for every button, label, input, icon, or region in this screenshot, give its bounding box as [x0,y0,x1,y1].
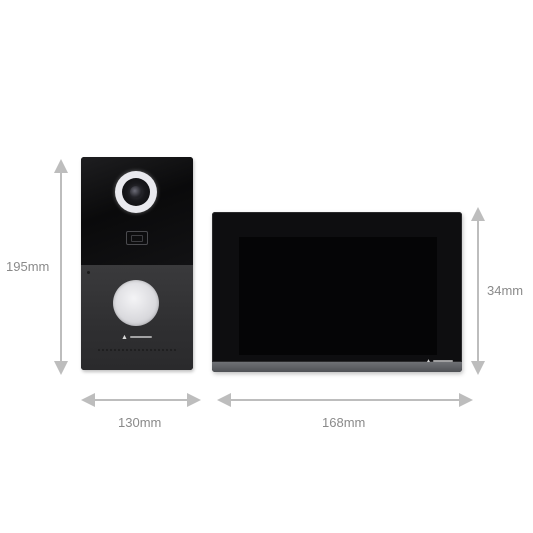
indoor-monitor: ▲ [212,212,462,372]
brand-wordmark-bar [130,336,152,338]
doorbell-height-label: 195mm [6,259,50,274]
monitor-trim [212,362,462,372]
microphone-dot [87,271,90,274]
camera-core [130,186,142,198]
doorbell-width-label: 130mm [118,415,162,430]
nivian-logo-icon: ▲ [121,332,155,342]
call-button-icon [113,280,159,326]
brand-glyph-icon: ▲ [121,333,128,341]
card-reader-icon [126,231,148,245]
doorbell-panel: ▲ [81,157,193,370]
speaker-grille [97,348,177,352]
monitor-width-label: 168mm [322,415,366,430]
nivian-logo-icon: ▲ [426,358,456,364]
camera-lens-icon [115,171,157,213]
monitor-screen [239,237,437,355]
monitor-bezel [212,212,462,362]
camera-lens-inner [122,178,150,206]
brand-glyph-icon: ▲ [426,357,431,364]
brand-wordmark-bar [433,360,453,362]
monitor-depth-label: 34mm [487,283,524,298]
